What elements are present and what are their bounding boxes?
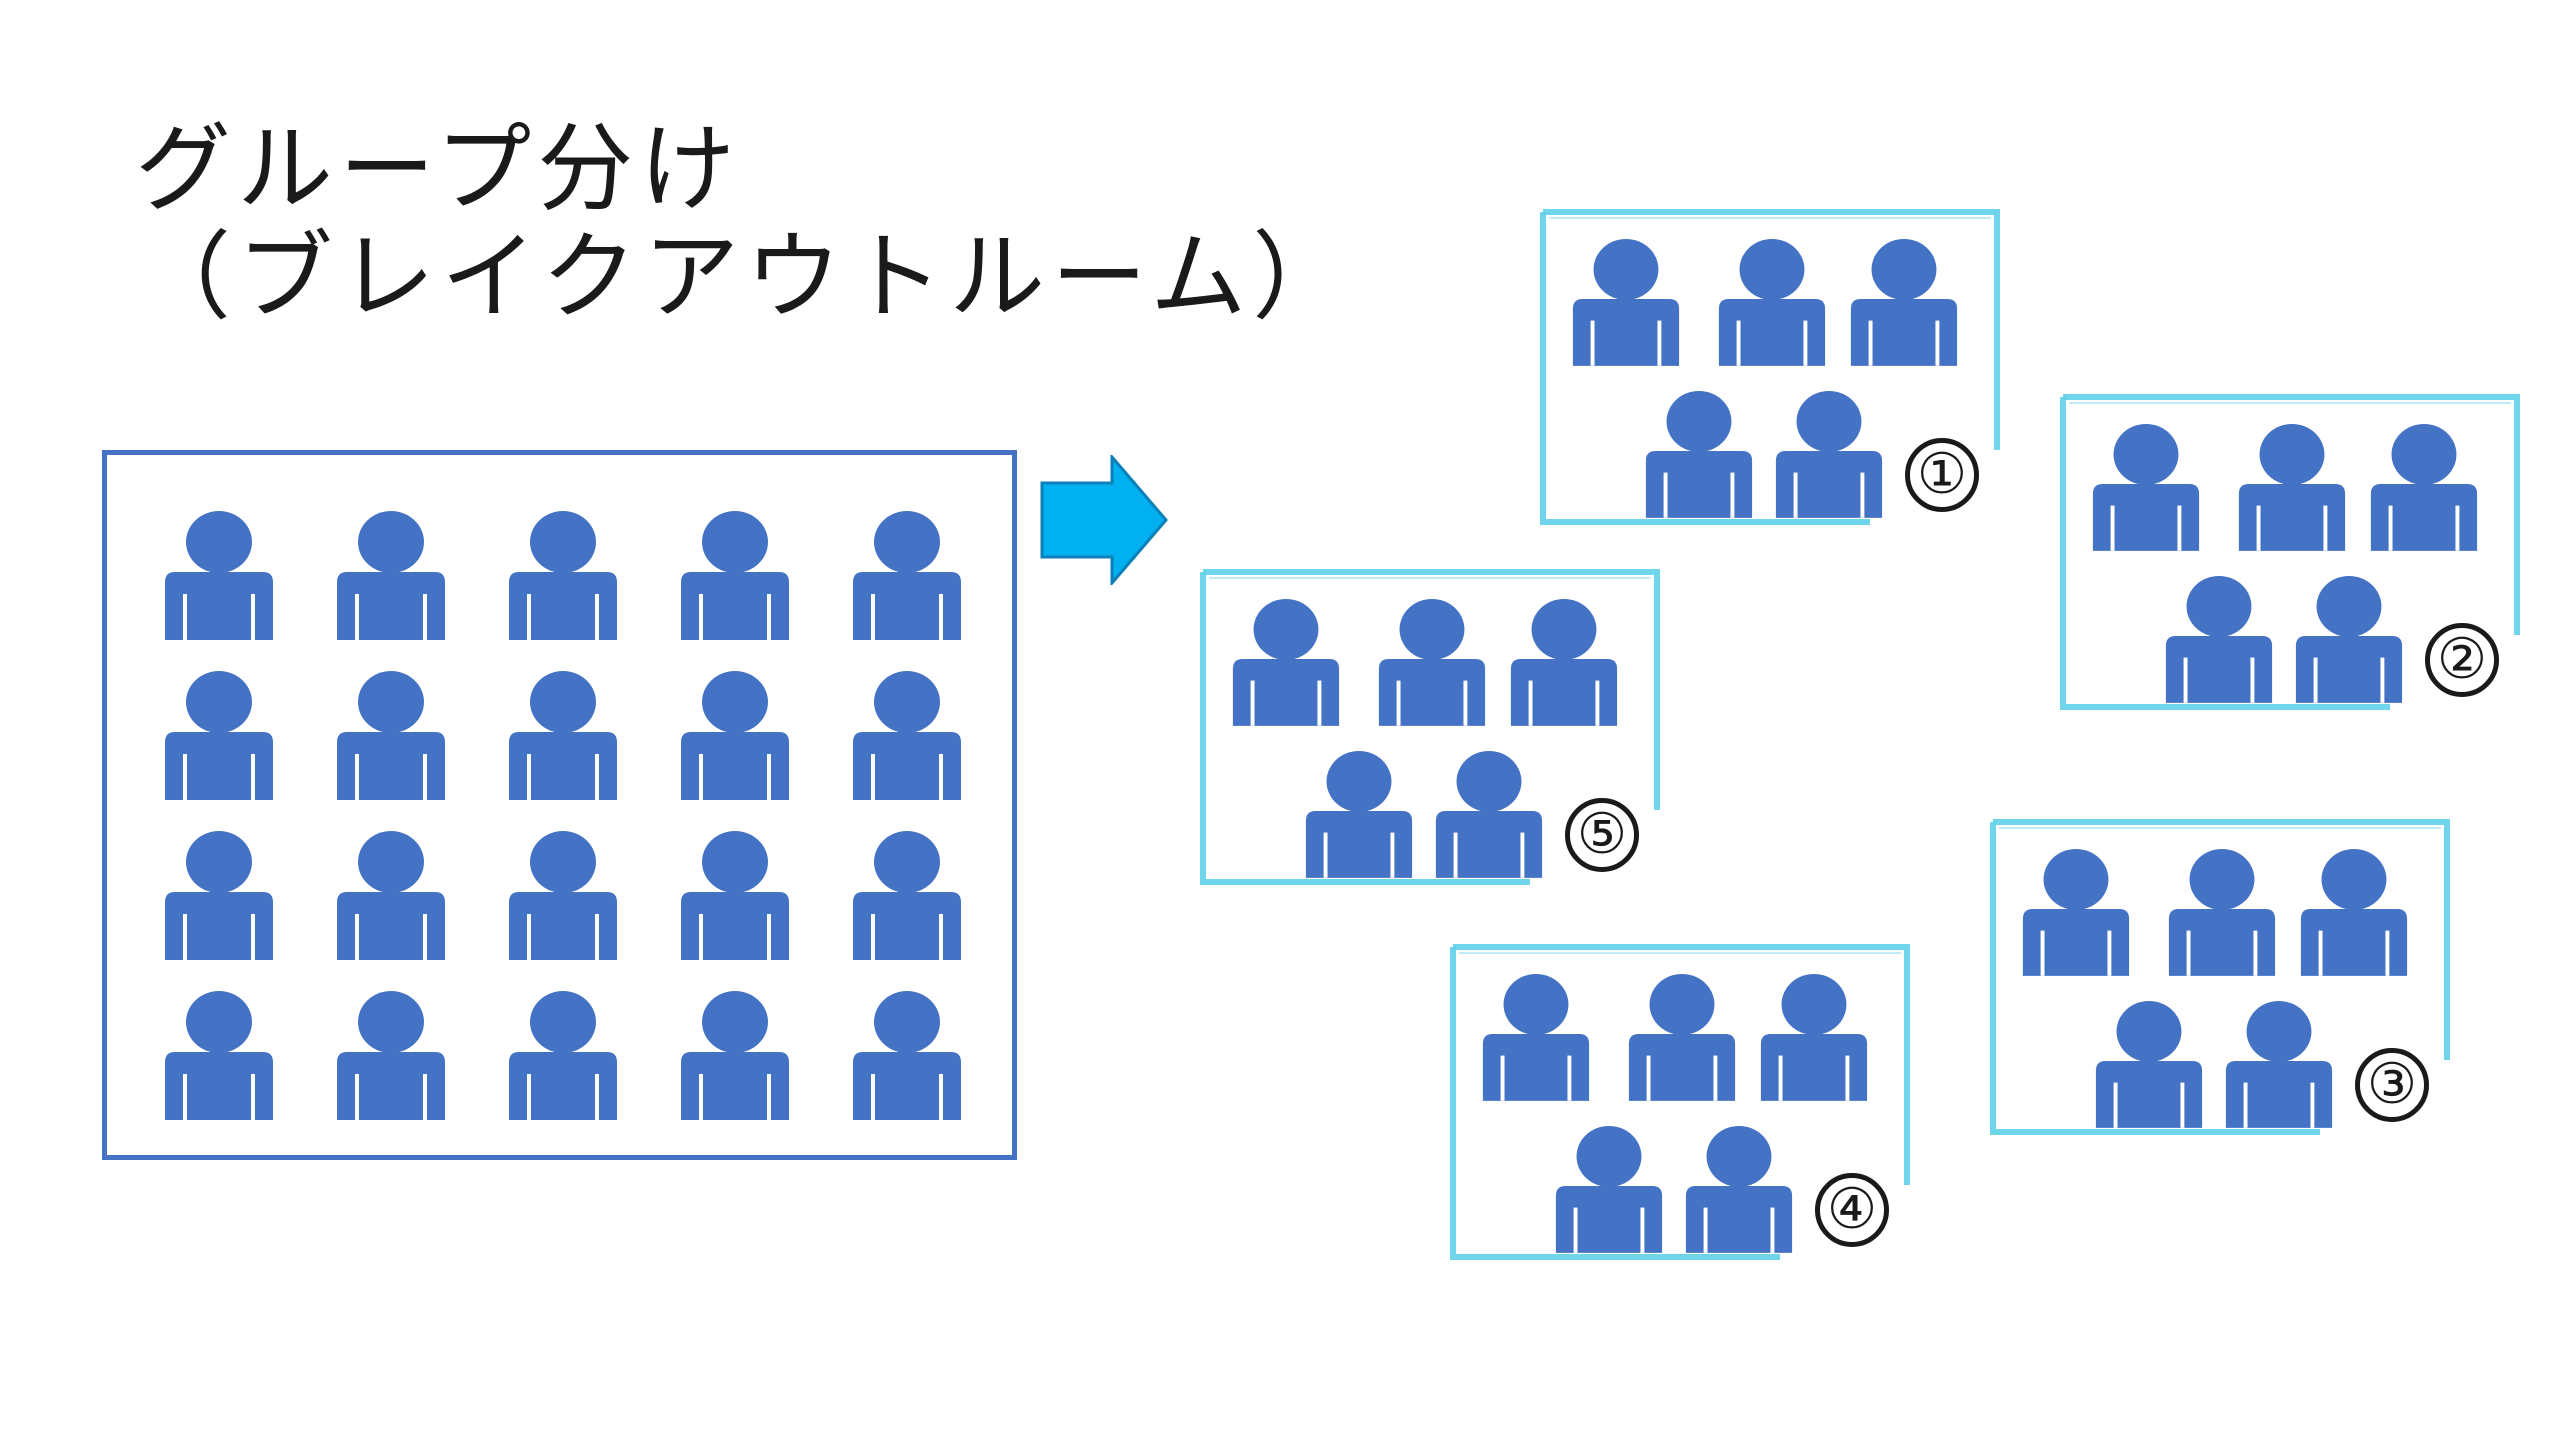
person-icon — [331, 830, 451, 960]
group-frame — [1200, 569, 1660, 885]
person-icon — [675, 670, 795, 800]
person-icon — [2160, 575, 2278, 703]
person-icon — [1227, 598, 1345, 726]
person-icon — [159, 670, 279, 800]
person-icon — [1713, 238, 1831, 366]
group-frame — [1990, 819, 2450, 1135]
person-icon — [675, 990, 795, 1120]
group-frame — [1540, 209, 2000, 525]
group-number-badge: ③ — [2355, 1048, 2429, 1122]
person-icon — [2233, 423, 2351, 551]
person-icon — [2163, 848, 2281, 976]
person-icon — [331, 510, 451, 640]
person-icon — [2017, 848, 2135, 976]
group-frame — [1450, 944, 1910, 1260]
breakout-group-2: ② — [2055, 385, 2525, 715]
person-icon — [2290, 575, 2408, 703]
group-frame — [2060, 394, 2520, 710]
person-icon — [331, 990, 451, 1120]
person-icon — [847, 510, 967, 640]
person-icon — [1477, 973, 1595, 1101]
group-number-badge: ④ — [1815, 1173, 1889, 1247]
person-icon — [1640, 390, 1758, 518]
person-icon — [847, 990, 967, 1120]
title-line-2: （ブレイクアウトルーム） — [135, 221, 1355, 333]
person-icon — [1623, 973, 1741, 1101]
person-icon — [1845, 238, 1963, 366]
person-icon — [1755, 973, 1873, 1101]
title-line-1: グループ分け — [135, 113, 742, 225]
person-icon — [1550, 1125, 1668, 1253]
breakout-group-3: ③ — [1985, 810, 2455, 1140]
breakout-group-4: ④ — [1445, 935, 1915, 1265]
person-icon — [1430, 750, 1548, 878]
person-icon — [503, 510, 623, 640]
person-icon — [2365, 423, 2483, 551]
breakout-group-5: ⑤ — [1195, 560, 1665, 890]
right-arrow-icon — [1040, 455, 1168, 585]
person-icon — [675, 830, 795, 960]
breakout-group-1: ① — [1535, 200, 2005, 530]
person-icon — [2087, 423, 2205, 551]
group-number-badge: ⑤ — [1565, 798, 1639, 872]
person-icon — [847, 670, 967, 800]
person-icon — [675, 510, 795, 640]
group-number-badge: ① — [1905, 438, 1979, 512]
person-icon — [2295, 848, 2413, 976]
person-icon — [1567, 238, 1685, 366]
person-icon — [1373, 598, 1491, 726]
person-icon — [2220, 1000, 2338, 1128]
person-icon — [503, 990, 623, 1120]
person-icon — [503, 670, 623, 800]
person-icon — [503, 830, 623, 960]
main-room-box — [102, 450, 1017, 1160]
person-icon — [159, 510, 279, 640]
group-number-badge: ② — [2425, 623, 2499, 697]
person-icon — [1680, 1125, 1798, 1253]
person-icon — [331, 670, 451, 800]
person-icon — [159, 830, 279, 960]
person-icon — [1505, 598, 1623, 726]
person-icon — [1770, 390, 1888, 518]
person-icon — [1300, 750, 1418, 878]
person-icon — [2090, 1000, 2208, 1128]
person-icon — [847, 830, 967, 960]
slide-title: グループ分け （ブレイクアウトルーム） — [135, 115, 1354, 331]
person-icon — [159, 990, 279, 1120]
